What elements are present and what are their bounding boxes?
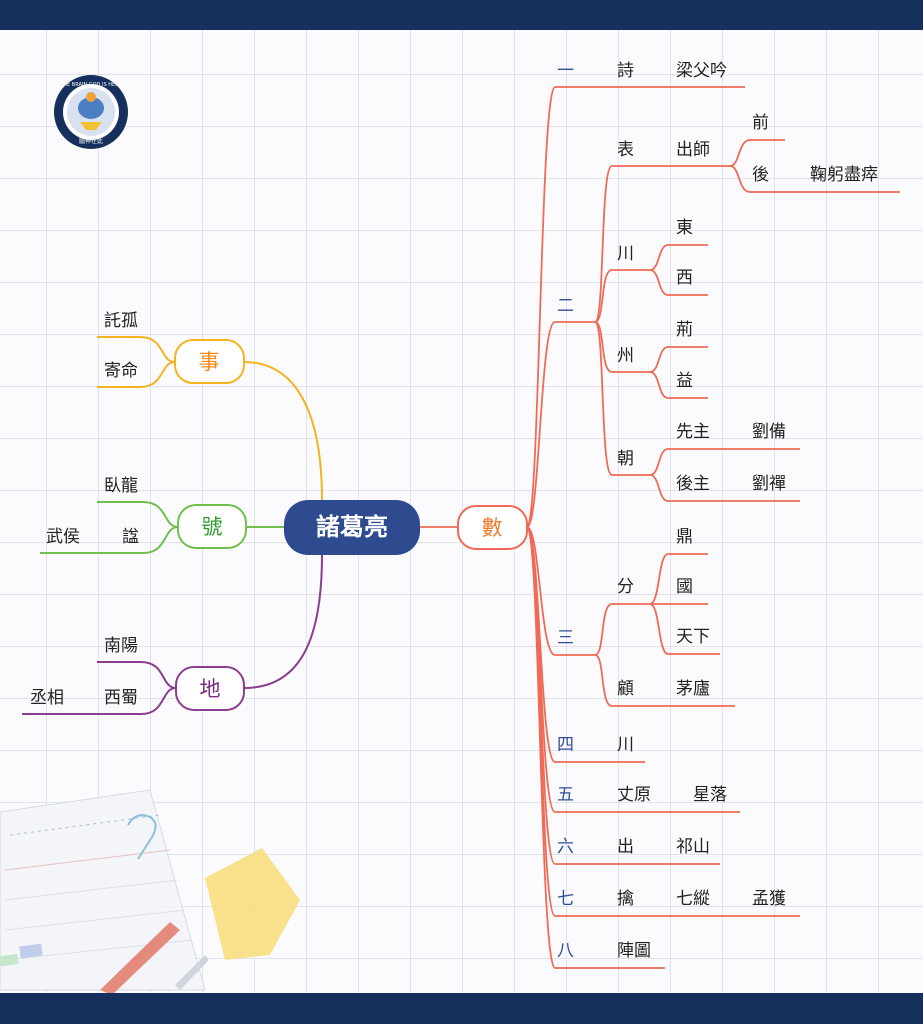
- node-hao[interactable]: [177, 504, 247, 549]
- n3-fen-0: 鼎: [676, 527, 693, 547]
- hao-item-1: 諡: [122, 527, 139, 547]
- n6-a: 出: [617, 837, 634, 857]
- node-shi[interactable]: [174, 339, 245, 384]
- n5-a: 丈原: [617, 785, 651, 805]
- num-3: 三: [557, 628, 574, 648]
- n2-biao-hou: 後: [752, 165, 769, 185]
- n3-fen-1: 國: [676, 577, 693, 597]
- stationery-decoration: [0, 789, 300, 995]
- n7-a: 擒: [617, 889, 634, 909]
- node-shi-label: 事: [199, 350, 220, 374]
- n2-biao-qian: 前: [752, 113, 769, 133]
- center-node-label: 諸葛亮: [316, 513, 388, 541]
- n2-chao-r1b: 劉備: [752, 422, 786, 442]
- n1-a: 詩: [617, 61, 634, 81]
- n3-gu-sub: 茅廬: [676, 678, 710, 699]
- branch-shi-lines: [97, 336, 323, 501]
- n3-gu: 顧: [617, 679, 634, 699]
- node-shu-label: 數: [482, 516, 503, 540]
- n2-biao-sub: 出師: [676, 140, 710, 160]
- n8-a: 陣圖: [617, 941, 651, 961]
- n2-chao-r2b: 劉禪: [752, 474, 786, 494]
- n7-c: 孟獲: [752, 889, 786, 909]
- n2-chao-r1a: 先主: [676, 422, 710, 442]
- n2-zhou: 州: [617, 346, 634, 366]
- n5-b: 星落: [693, 785, 727, 805]
- n2-zhou-1: 益: [676, 371, 693, 391]
- node-shu[interactable]: [457, 505, 528, 550]
- n7-b: 七縱: [676, 889, 710, 909]
- n2-biao-hou-text: 鞠躬盡瘁: [810, 165, 878, 185]
- num-6: 六: [557, 837, 574, 857]
- n2-zhou-0: 荊: [676, 320, 693, 340]
- branch-di-lines: [22, 554, 323, 715]
- node-di-label: 地: [200, 677, 221, 701]
- shi-item-1: 寄命: [104, 361, 138, 381]
- num-2: 二: [557, 296, 574, 316]
- n2-biao: 表: [617, 140, 634, 160]
- logo-text: THE BRAIN GOD IS HERE: [59, 82, 122, 88]
- n4-a: 川: [617, 735, 634, 755]
- hao-item-0: 臥龍: [104, 476, 138, 496]
- di-sub: 丞相: [30, 688, 64, 708]
- shi-item-0: 託孤: [104, 311, 138, 331]
- center-node[interactable]: [284, 500, 420, 555]
- n2-chao-r2a: 後主: [676, 474, 710, 494]
- branch-hao-lines: [40, 501, 284, 554]
- n2-chao: 朝: [617, 449, 634, 469]
- hao-sub: 武侯: [46, 527, 80, 547]
- n6-b: 祁山: [676, 837, 710, 857]
- n1-b: 梁父吟: [676, 61, 727, 81]
- n2-chuan-0: 東: [676, 218, 693, 238]
- n2-chuan-1: 西: [676, 268, 693, 288]
- num-4: 四: [557, 735, 574, 755]
- brain-god-logo: THE BRAIN GOD IS HERE 腦神在此: [54, 75, 128, 149]
- logo-caption: 腦神在此: [79, 137, 103, 145]
- grid-background: [0, 30, 923, 993]
- num-1: 一: [557, 61, 574, 81]
- num-8: 八: [557, 941, 574, 961]
- num-5: 五: [557, 785, 574, 805]
- bottom-bar: [0, 993, 923, 1024]
- n2-chuan: 川: [617, 244, 634, 264]
- right-branch-lines: [420, 86, 900, 969]
- num-7: 七: [557, 889, 574, 909]
- node-hao-label: 號: [202, 515, 223, 539]
- di-item-1: 西蜀: [104, 688, 138, 708]
- node-di[interactable]: [175, 666, 245, 711]
- n3-fen: 分: [617, 577, 634, 597]
- n3-fen-2: 天下: [676, 627, 710, 647]
- top-bar: [0, 0, 923, 30]
- di-item-0: 南陽: [104, 636, 138, 656]
